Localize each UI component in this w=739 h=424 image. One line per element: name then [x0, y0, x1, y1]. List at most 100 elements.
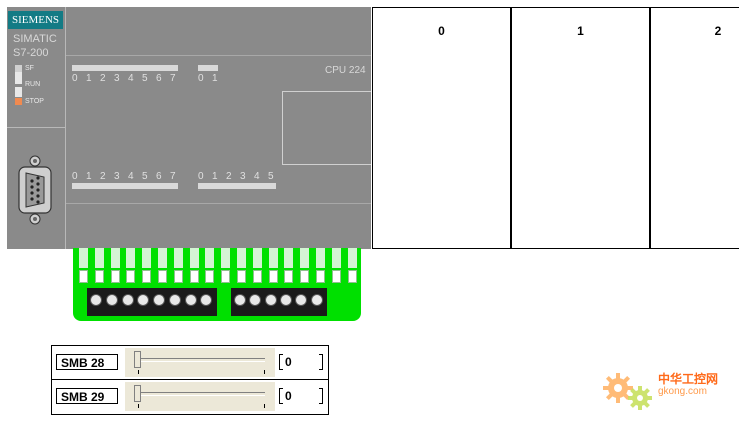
terminal-slot — [347, 270, 357, 283]
terminal-slot — [252, 270, 262, 283]
output-num-b5: 5 — [268, 171, 274, 182]
model-label: S7-200 — [13, 47, 49, 59]
db9-port-icon[interactable] — [15, 155, 55, 225]
plc-cpu-module: SIEMENS SIMATIC S7-200 SF RUN STOP 0 1 2… — [7, 7, 371, 249]
terminal-slot — [205, 270, 215, 283]
terminal-tooth — [284, 248, 294, 268]
slot-number: 2 — [714, 24, 722, 38]
slider-row-smb29: SMB 29 0 — [52, 380, 328, 413]
slot-number: 1 — [577, 24, 584, 38]
divider — [7, 127, 65, 128]
screw-terminal-icon — [121, 294, 134, 306]
smb28-slider[interactable] — [125, 348, 275, 377]
led-run — [15, 72, 22, 84]
terminal-tooth — [221, 248, 231, 268]
series-label: SIMATIC — [13, 33, 57, 45]
smb28-value: 0 — [279, 353, 325, 371]
terminal-slot — [110, 270, 120, 283]
slider-thumb[interactable] — [134, 351, 141, 368]
output-num-b0: 0 — [198, 171, 204, 182]
input-num-2: 2 — [100, 73, 106, 84]
screw-terminal-icon — [184, 294, 197, 306]
slider-label: SMB 29 — [56, 388, 118, 404]
screw-terminal-icon — [234, 294, 246, 306]
output-num-b2: 2 — [226, 171, 232, 182]
input-num-5: 5 — [142, 73, 148, 84]
output-num-1: 1 — [86, 171, 92, 182]
screw-terminal-icon — [153, 294, 165, 306]
terminal-tooth — [173, 248, 183, 268]
output-num-0: 0 — [72, 171, 78, 182]
smb29-slider[interactable] — [125, 382, 275, 411]
screw-terminal-icon — [295, 294, 308, 306]
output-num-b4: 4 — [254, 171, 260, 182]
slider-tick — [264, 370, 265, 374]
output-num-4: 4 — [128, 171, 134, 182]
input-num-6: 6 — [156, 73, 162, 84]
slider-value: 0 — [285, 355, 292, 369]
terminal-tooth — [205, 248, 215, 268]
plc-left-panel: SIEMENS SIMATIC S7-200 SF RUN STOP — [7, 7, 66, 249]
terminal-tooth — [300, 248, 310, 268]
smb29-value: 0 — [279, 387, 325, 405]
terminal-tooth — [347, 248, 357, 268]
cpu-label: CPU 224 — [325, 65, 366, 76]
brand-logo: SIEMENS — [8, 11, 63, 29]
led-stop — [15, 98, 22, 105]
input-num-3: 3 — [114, 73, 120, 84]
expansion-slot-1[interactable]: 1 — [511, 7, 650, 249]
screw-terminal-icon — [90, 294, 102, 306]
terminal-slot — [221, 270, 231, 283]
output-num-2: 2 — [100, 171, 106, 182]
watermark-title: 中华工控网 — [658, 372, 719, 386]
output-led-bar-1 — [198, 183, 276, 189]
terminal-tooth — [158, 248, 167, 268]
terminal-slot — [94, 270, 104, 283]
output-led-bar-0 — [72, 183, 178, 189]
led-run-label: RUN — [25, 81, 41, 88]
screw-terminal-icon — [280, 294, 292, 306]
terminal-slot — [268, 270, 278, 283]
input-band — [66, 7, 371, 56]
gear-logo-icon — [603, 373, 652, 410]
screw-terminal-icon — [105, 294, 118, 306]
output-num-6: 6 — [156, 171, 162, 182]
bracket — [319, 354, 323, 370]
terminal-tooth — [268, 248, 278, 268]
input-num-1: 1 — [86, 73, 92, 84]
terminal-tooth — [94, 248, 104, 268]
terminal-tooth — [189, 248, 199, 268]
screw-terminal-icon — [264, 294, 277, 306]
divider — [52, 379, 328, 380]
screw-terminal-icon — [137, 294, 150, 306]
slider-tick — [264, 404, 265, 408]
watermark: 中华工控网 gkong.com — [600, 362, 736, 414]
output-num-b3: 3 — [240, 171, 246, 182]
slider-rail — [135, 358, 265, 362]
expansion-slot-0[interactable]: 0 — [372, 7, 511, 249]
terminal-slot — [79, 270, 88, 283]
bracket — [319, 388, 323, 404]
screw-terminal-icon — [310, 294, 323, 306]
input-num-b0: 0 — [198, 73, 204, 84]
input-num-7: 7 — [170, 73, 176, 84]
terminal-tooth — [142, 248, 152, 268]
terminal-tooth — [79, 248, 88, 268]
input-num-0: 0 — [72, 73, 78, 84]
bracket — [279, 354, 283, 370]
output-num-5: 5 — [142, 171, 148, 182]
terminal-slot — [284, 270, 294, 283]
slider-rail — [135, 392, 265, 396]
slider-thumb[interactable] — [134, 385, 141, 402]
terminal-slot — [300, 270, 310, 283]
expansion-slot-2[interactable]: 2 — [650, 7, 739, 249]
output-band — [66, 203, 371, 250]
terminal-tooth — [252, 248, 262, 268]
led-run-bar — [15, 87, 22, 97]
terminal-slot — [142, 270, 152, 283]
terminal-tooth — [110, 248, 120, 268]
screw-terminal-icon — [249, 294, 262, 306]
terminal-tooth — [126, 248, 136, 268]
watermark-url: gkong.com — [658, 386, 707, 397]
slider-tick — [138, 404, 139, 408]
